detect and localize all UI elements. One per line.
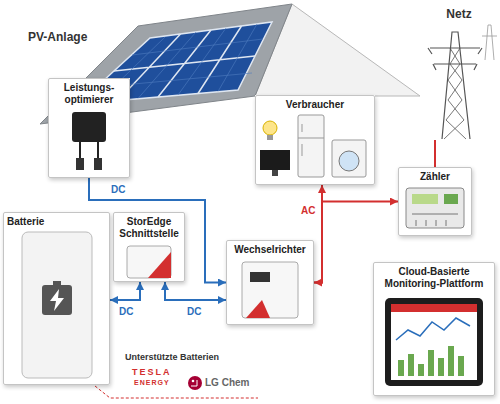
lg-logo-eye [192, 380, 195, 383]
meter-box: Zähler [398, 167, 472, 236]
tablet-bar [438, 358, 444, 376]
washer-door [339, 151, 359, 171]
interface-device [127, 246, 171, 278]
consumer-box: Verbraucher [255, 95, 375, 185]
brand-logo: ENERGY [134, 378, 170, 387]
battery-bolt [50, 289, 64, 311]
washer-icon [332, 140, 366, 177]
battery-box: Batterie [3, 212, 110, 385]
box-heading: Netz [425, 4, 493, 24]
tablet-bar [448, 346, 454, 376]
tablet-bar [428, 350, 434, 376]
tablet-screen [391, 304, 477, 380]
box-ground [373, 262, 495, 396]
lg-logo [188, 376, 202, 390]
interface-stripe [148, 252, 171, 278]
brand-logo: LG Chem [205, 377, 249, 389]
tablet-bar [408, 354, 414, 376]
inverter-logo [246, 300, 270, 318]
tablet-icon [385, 298, 483, 386]
tv-icon [260, 150, 290, 170]
connector-label: AC [300, 205, 316, 217]
battery-symbol [42, 285, 72, 315]
pylon-lattice [444, 48, 466, 139]
connector [314, 202, 398, 283]
power-pylon [428, 25, 497, 139]
optimizer-plug [76, 158, 84, 170]
meter-screen [412, 194, 438, 204]
connector-label: DC [186, 306, 202, 318]
lg-logo-mark [191, 380, 197, 386]
box-ground [3, 212, 110, 385]
box-heading: Cloud-Basierte Monitoring-Plattform [374, 263, 494, 293]
meter-device [406, 188, 464, 228]
grid-node: Netz [425, 4, 493, 140]
inverter-display [250, 272, 270, 282]
box-heading: Leistungs- optimierer [49, 79, 129, 109]
box-ground [255, 95, 375, 185]
tablet-bar [458, 356, 464, 376]
note: Unterstützte Batterien [125, 352, 219, 363]
section-heading: PV-Anlage [28, 30, 87, 44]
pylon-far [482, 25, 497, 60]
box-heading: Wechselrichter [227, 241, 313, 259]
meter-module [444, 194, 458, 204]
connector-label: DC [110, 184, 126, 196]
connector [314, 185, 322, 283]
battery-terminal [53, 281, 61, 285]
monitoring-box: Cloud-Basierte Monitoring-Plattform [373, 262, 495, 396]
meter-terminals [412, 214, 458, 226]
box-heading: Zähler [399, 168, 471, 186]
bulb-base [267, 135, 273, 140]
inverter-box: Wechselrichter [226, 240, 314, 325]
tablet-header [391, 304, 477, 312]
connector [434, 140, 436, 167]
bulb-icon [263, 121, 277, 135]
optimizer-plug [94, 158, 102, 170]
panel-grid [114, 26, 255, 101]
tv-stand [272, 170, 278, 176]
box-heading: StorEdge Schnittstelle [114, 213, 184, 243]
tablet-bar [418, 364, 424, 376]
box-heading: Verbraucher [256, 96, 374, 114]
optimizer-box: Leistungs- optimierer [48, 78, 130, 178]
connector [110, 282, 140, 300]
inverter-device [242, 262, 298, 318]
fridge-icon [298, 115, 324, 177]
box-ground [398, 167, 472, 236]
optimizer-device [72, 112, 106, 142]
box-ground [226, 240, 314, 325]
tablet-chart [396, 318, 470, 340]
box-grounds [3, 78, 495, 396]
tablet-bar [398, 360, 404, 376]
optimizer-cables [80, 142, 98, 160]
interface-box: StorEdge Schnittstelle [113, 212, 185, 282]
battery-device [22, 232, 92, 378]
box-ground [48, 78, 130, 178]
box-heading: Batterie [4, 213, 109, 231]
pylon-arms [428, 48, 482, 70]
brand-logo: TESLA [132, 367, 172, 378]
connector [165, 282, 226, 300]
tablet-bars [398, 346, 464, 376]
connector-label: DC [118, 306, 134, 318]
box-ground [113, 212, 185, 282]
fridge-lines [298, 124, 324, 156]
